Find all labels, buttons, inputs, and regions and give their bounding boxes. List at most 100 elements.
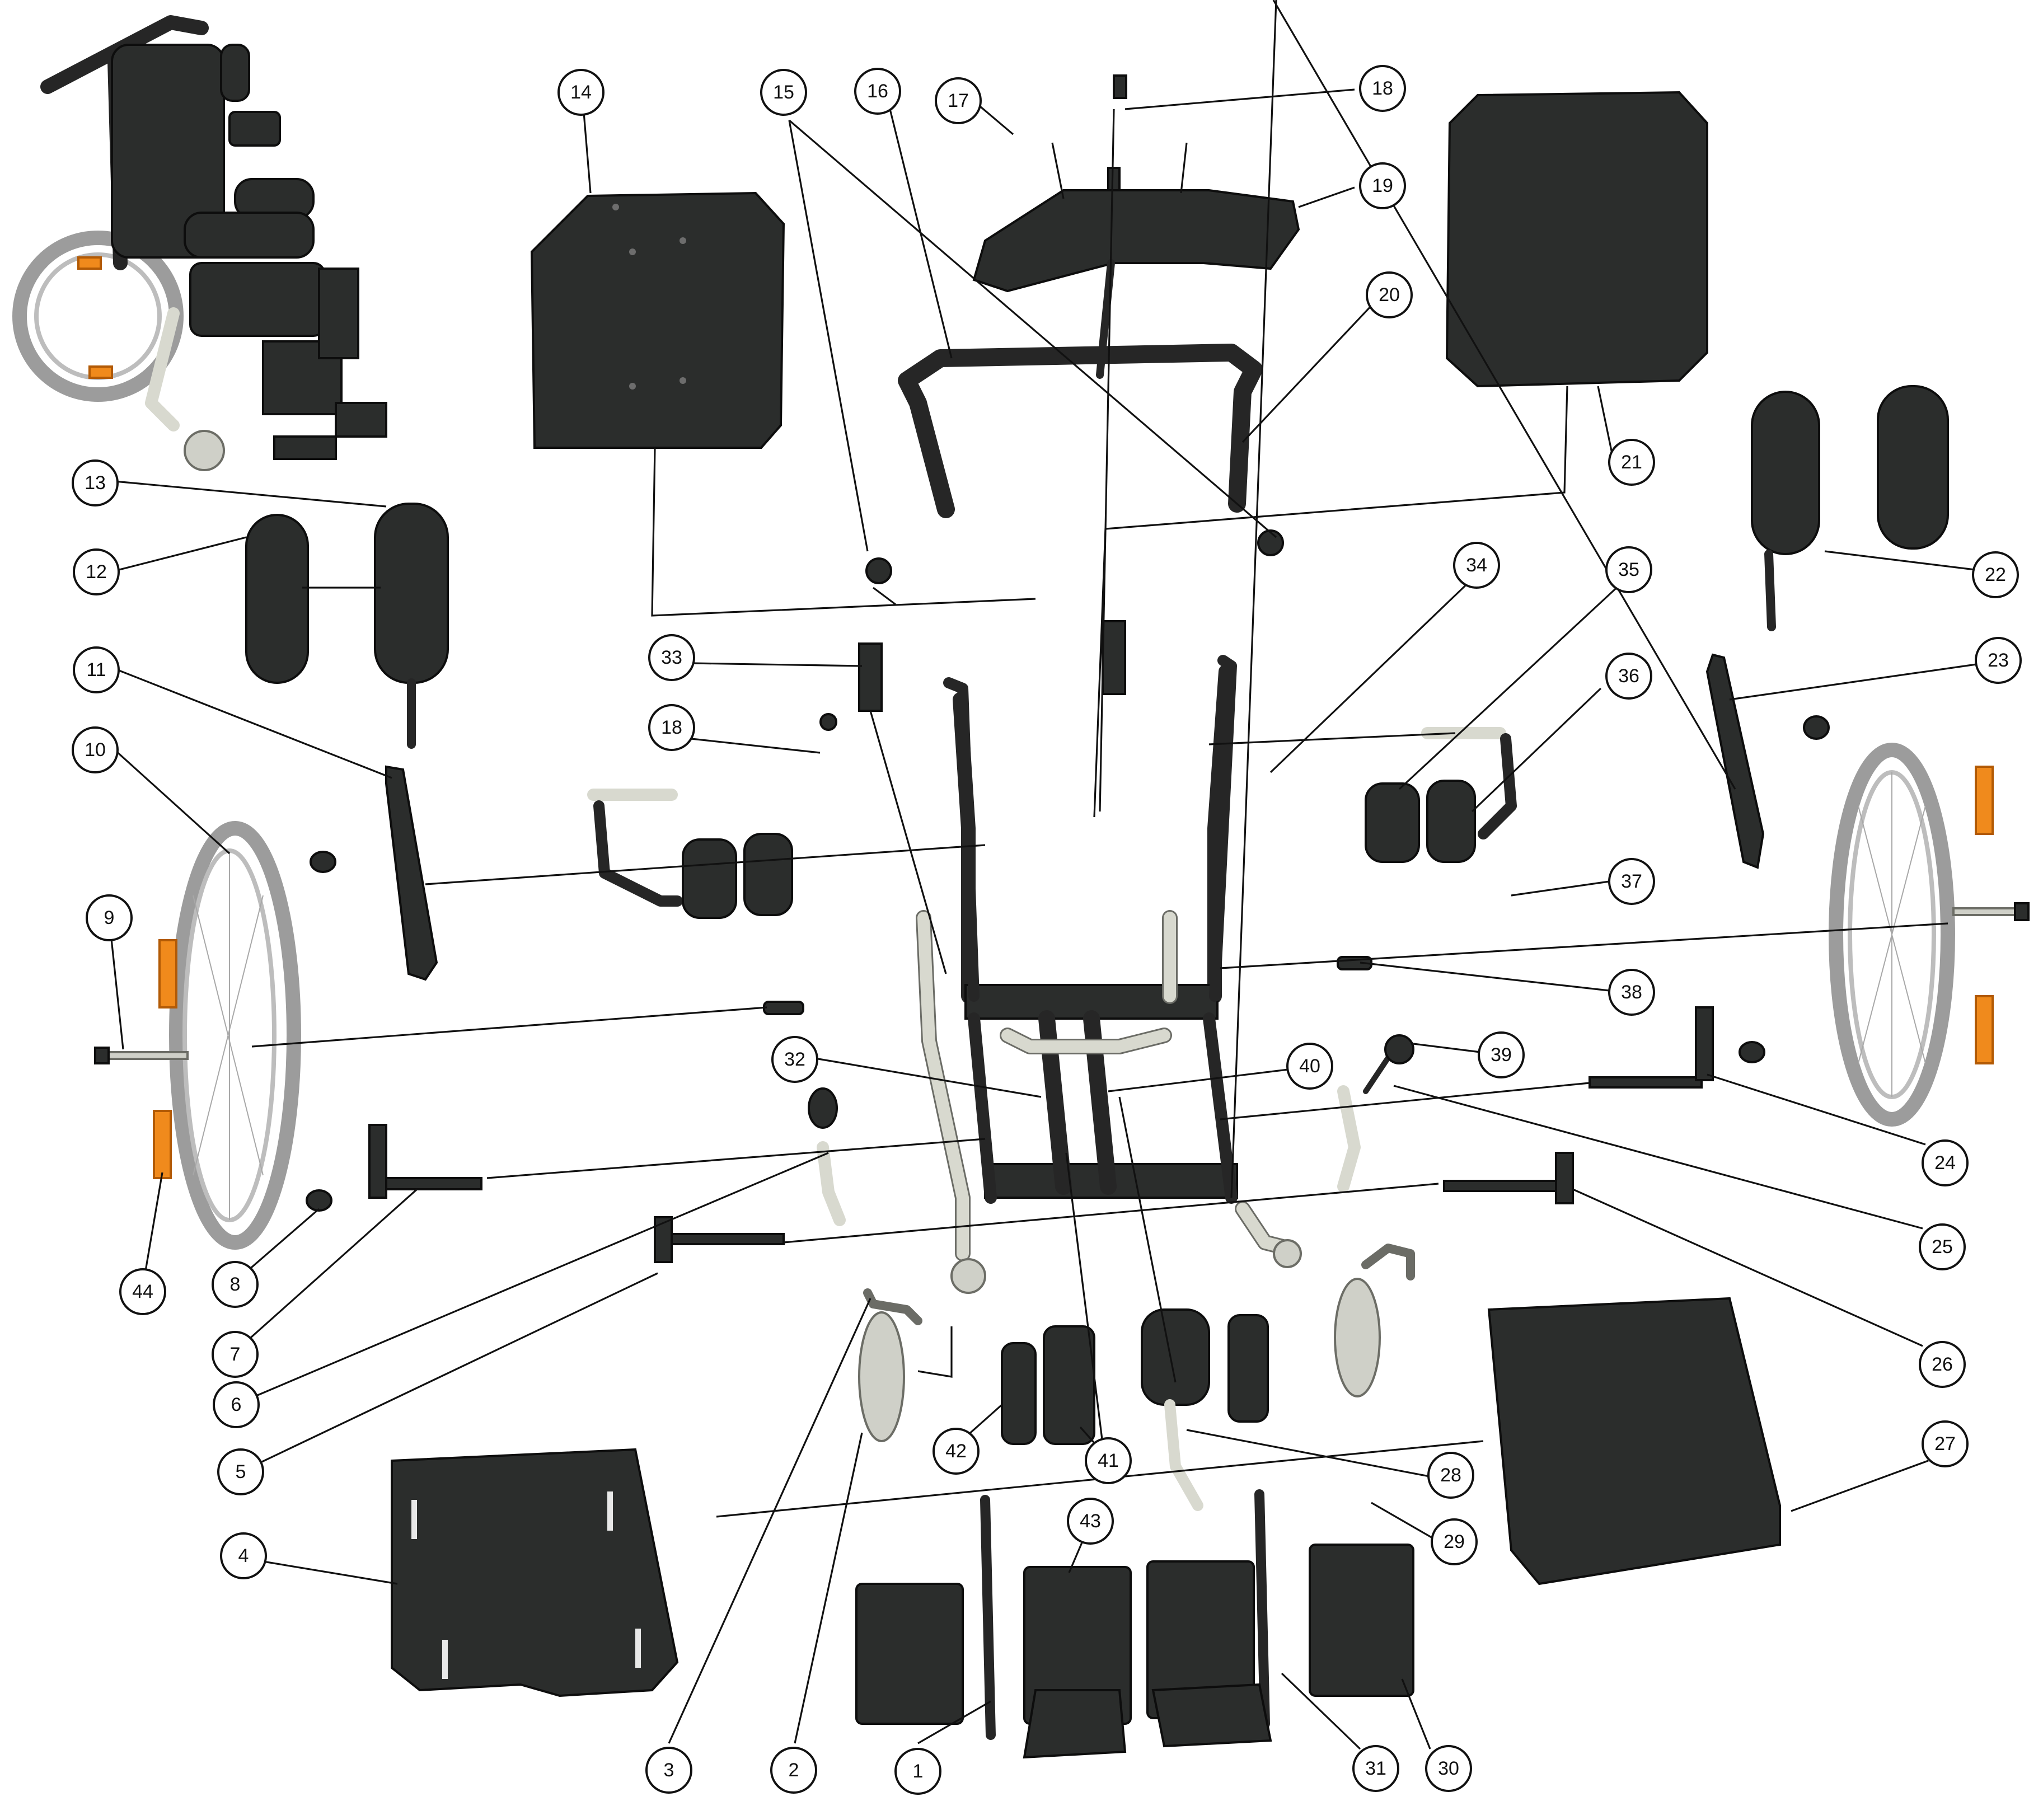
part-21-back-cushion [1445, 91, 1708, 388]
callout-34: 34 [1453, 542, 1500, 589]
armrest-supports [587, 727, 1517, 919]
svg-text:2: 2 [789, 1760, 799, 1781]
part-14-back-board [530, 191, 785, 449]
svg-text:30: 30 [1438, 1758, 1459, 1779]
svg-text:34: 34 [1466, 555, 1487, 576]
svg-text:13: 13 [85, 472, 106, 494]
svg-text:18: 18 [1372, 78, 1393, 99]
leader-lines [108, 0, 1985, 1750]
callout-2: 2 [770, 1747, 817, 1794]
callout-1: 1 [894, 1748, 941, 1795]
callout-24: 24 [1922, 1139, 1969, 1186]
callout-23: 23 [1975, 637, 2022, 684]
svg-text:17: 17 [948, 90, 969, 111]
svg-text:12: 12 [86, 561, 107, 583]
svg-text:5: 5 [236, 1461, 246, 1483]
svg-text:33: 33 [661, 647, 682, 668]
svg-text:4: 4 [238, 1545, 249, 1566]
svg-text:29: 29 [1444, 1531, 1465, 1552]
svg-text:28: 28 [1440, 1465, 1461, 1486]
callout-12: 12 [73, 548, 120, 595]
svg-text:18: 18 [661, 717, 682, 738]
callout-6: 6 [213, 1381, 260, 1428]
callout-40: 40 [1286, 1043, 1333, 1090]
callout-33: 33 [648, 634, 695, 681]
callout-16: 16 [854, 68, 901, 115]
svg-text:20: 20 [1379, 284, 1400, 306]
part-9-axle [94, 902, 2030, 1064]
callout-18-second: 18 [648, 704, 695, 751]
svg-text:8: 8 [230, 1274, 241, 1295]
callout-11: 11 [73, 646, 120, 693]
svg-text:10: 10 [85, 739, 106, 761]
svg-text:23: 23 [1988, 650, 2009, 671]
assembled-wheelchair-thumbnail [12, 15, 387, 471]
main-frame [916, 664, 1302, 1294]
svg-text:25: 25 [1932, 1236, 1953, 1258]
svg-text:36: 36 [1618, 665, 1639, 687]
callout-15: 15 [760, 69, 807, 116]
svg-text:14: 14 [570, 82, 592, 103]
svg-text:40: 40 [1299, 1056, 1320, 1077]
callout-29: 29 [1431, 1518, 1478, 1565]
svg-text:1: 1 [913, 1761, 924, 1782]
callout-18: 18 [1359, 65, 1406, 112]
svg-text:31: 31 [1365, 1758, 1386, 1779]
svg-text:32: 32 [784, 1049, 805, 1070]
callout-36: 36 [1605, 653, 1652, 700]
callout-8: 8 [212, 1261, 259, 1308]
svg-text:9: 9 [104, 907, 115, 928]
callout-10: 10 [72, 726, 119, 773]
part-19-headrest-pad [972, 167, 1300, 379]
part-10-left-rear-wheel [153, 821, 301, 1250]
svg-text:21: 21 [1621, 452, 1642, 473]
svg-text:43: 43 [1080, 1511, 1101, 1532]
svg-text:7: 7 [230, 1344, 241, 1365]
footrest-tubes [368, 1006, 1714, 1263]
casters [858, 1244, 1415, 1442]
svg-text:11: 11 [86, 659, 106, 681]
svg-text:35: 35 [1618, 559, 1639, 580]
callout-31: 31 [1352, 1745, 1399, 1792]
callout-39: 39 [1478, 1031, 1525, 1078]
callout-35: 35 [1605, 546, 1652, 593]
callout-30: 30 [1425, 1745, 1472, 1792]
hardware-knobs [306, 74, 1830, 1212]
svg-text:41: 41 [1098, 1450, 1119, 1471]
side-guards [385, 653, 1765, 981]
svg-text:16: 16 [867, 81, 888, 102]
callout-25: 25 [1919, 1223, 1966, 1270]
callout-43: 43 [1067, 1498, 1114, 1545]
callout-9: 9 [86, 894, 133, 941]
svg-text:42: 42 [945, 1441, 967, 1462]
callout-17: 17 [935, 77, 982, 124]
callout-14: 14 [557, 69, 605, 116]
svg-text:37: 37 [1621, 871, 1642, 892]
back-posts [858, 620, 1237, 1002]
callout-4: 4 [220, 1532, 267, 1579]
svg-text:44: 44 [132, 1281, 153, 1302]
brakes [808, 1034, 1414, 1226]
callouts: 1 2 3 4 5 6 7 8 9 10 11 12 13 14 15 16 1… [72, 65, 2022, 1795]
footrests [855, 1489, 1414, 1759]
callout-27: 27 [1922, 1420, 1969, 1467]
svg-text:19: 19 [1372, 175, 1393, 196]
callout-44: 44 [119, 1268, 166, 1315]
svg-text:26: 26 [1932, 1354, 1953, 1375]
svg-text:24: 24 [1934, 1152, 1956, 1174]
part-right-rear-wheel [1829, 743, 1994, 1127]
callout-26: 26 [1919, 1341, 1966, 1388]
part-16-push-handle [898, 344, 1263, 518]
callout-13: 13 [72, 459, 119, 506]
svg-text:6: 6 [231, 1394, 242, 1415]
callout-21: 21 [1608, 439, 1655, 486]
armrest-pads [245, 385, 1949, 749]
callout-41: 41 [1085, 1437, 1132, 1484]
callout-5: 5 [217, 1448, 264, 1495]
svg-text:38: 38 [1621, 982, 1642, 1003]
callout-42: 42 [933, 1428, 980, 1475]
svg-text:27: 27 [1934, 1433, 1956, 1455]
callout-38: 38 [1608, 969, 1655, 1016]
svg-text:3: 3 [664, 1760, 674, 1781]
